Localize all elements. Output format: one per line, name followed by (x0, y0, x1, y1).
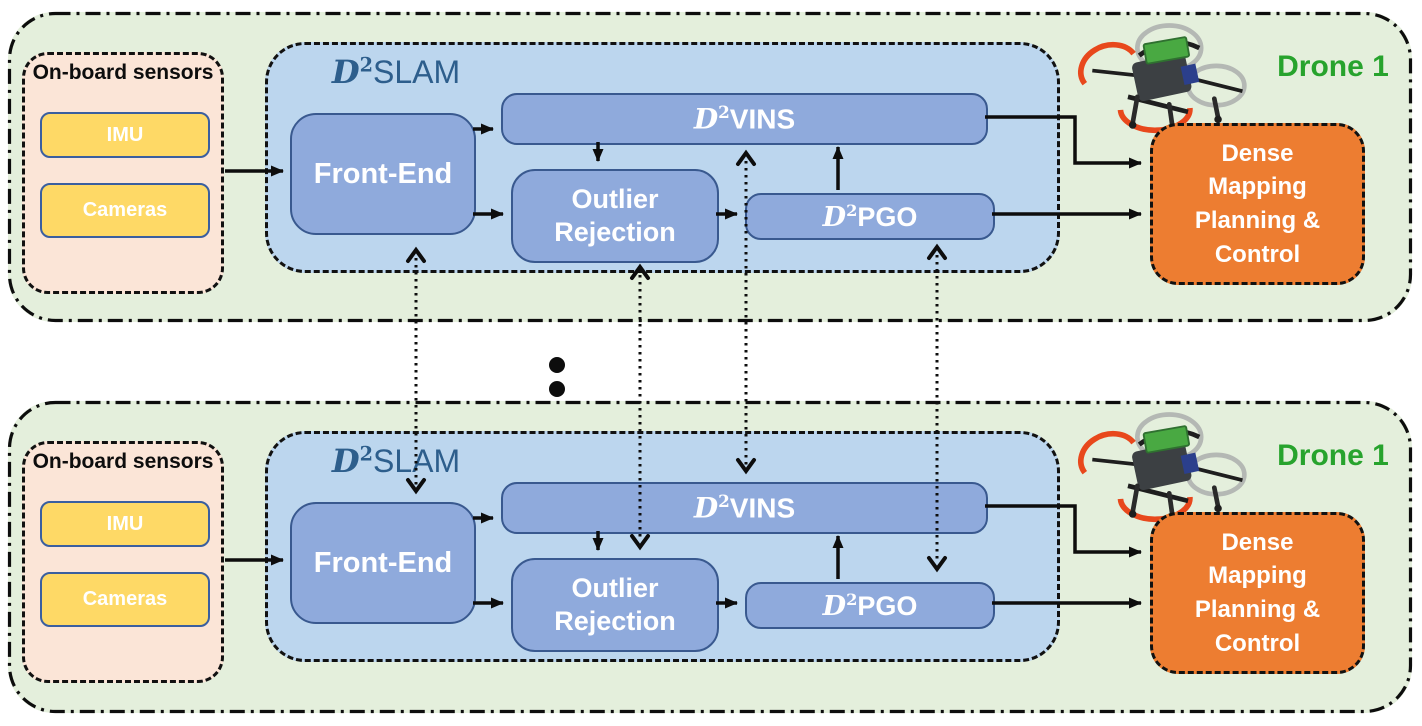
d2pgo-box: D2PGO (745, 582, 995, 629)
dense-line: Dense (1221, 139, 1294, 167)
dense-line: Planning & (1194, 596, 1321, 623)
d2slam-container: D2SLAM Front-End D2VINS Outlier Rejectio… (265, 42, 1060, 273)
front-end-box: Front-End (290, 113, 476, 235)
d2pgo-box: D2PGO (745, 193, 995, 240)
onboard-sensors-box: On-board sensors IMU Cameras (22, 52, 224, 294)
imu-box: IMU (40, 112, 210, 158)
dense-line: Control (1214, 240, 1301, 268)
dense-mapping-box: Dense Mapping Planning & Control (1150, 123, 1365, 285)
dense-line: Mapping (1208, 562, 1307, 590)
outlier-rejection-box: Outlier Rejection (511, 558, 719, 652)
front-end-box: Front-End (290, 502, 476, 624)
dense-line: Planning & (1194, 207, 1321, 234)
drone-label: Drone 1 (1277, 439, 1389, 472)
drone-panel-1: On-board sensors IMU Cameras D2SLAM Fron… (8, 12, 1412, 322)
dense-line: Dense (1221, 528, 1294, 556)
outlier-rejection-box: Outlier Rejection (511, 169, 719, 263)
imu-box: IMU (40, 501, 210, 547)
d2vins-box: D2VINS (501, 93, 988, 145)
vertical-ellipsis (549, 357, 565, 397)
drone-label: Drone 1 (1277, 50, 1389, 83)
cameras-box: Cameras (40, 183, 210, 238)
onboard-sensors-box: On-board sensors IMU Cameras (22, 441, 224, 683)
onboard-sensors-title: On-board sensors (32, 450, 214, 473)
d2slam-container: D2SLAM Front-End D2VINS Outlier Rejectio… (265, 431, 1060, 662)
drone-panel-2: On-board sensors IMU Cameras D2SLAM Fron… (8, 401, 1412, 713)
d2slam-title: D2SLAM (331, 442, 461, 480)
d2slam-title: D2SLAM (331, 53, 461, 91)
cameras-box: Cameras (40, 572, 210, 627)
drone-photo (1062, 407, 1254, 529)
onboard-sensors-title: On-board sensors (32, 61, 214, 84)
dense-line: Control (1214, 629, 1301, 657)
d2vins-box: D2VINS (501, 482, 988, 534)
dense-mapping-box: Dense Mapping Planning & Control (1150, 512, 1365, 674)
dense-line: Mapping (1208, 173, 1307, 201)
drone-photo (1062, 18, 1254, 140)
